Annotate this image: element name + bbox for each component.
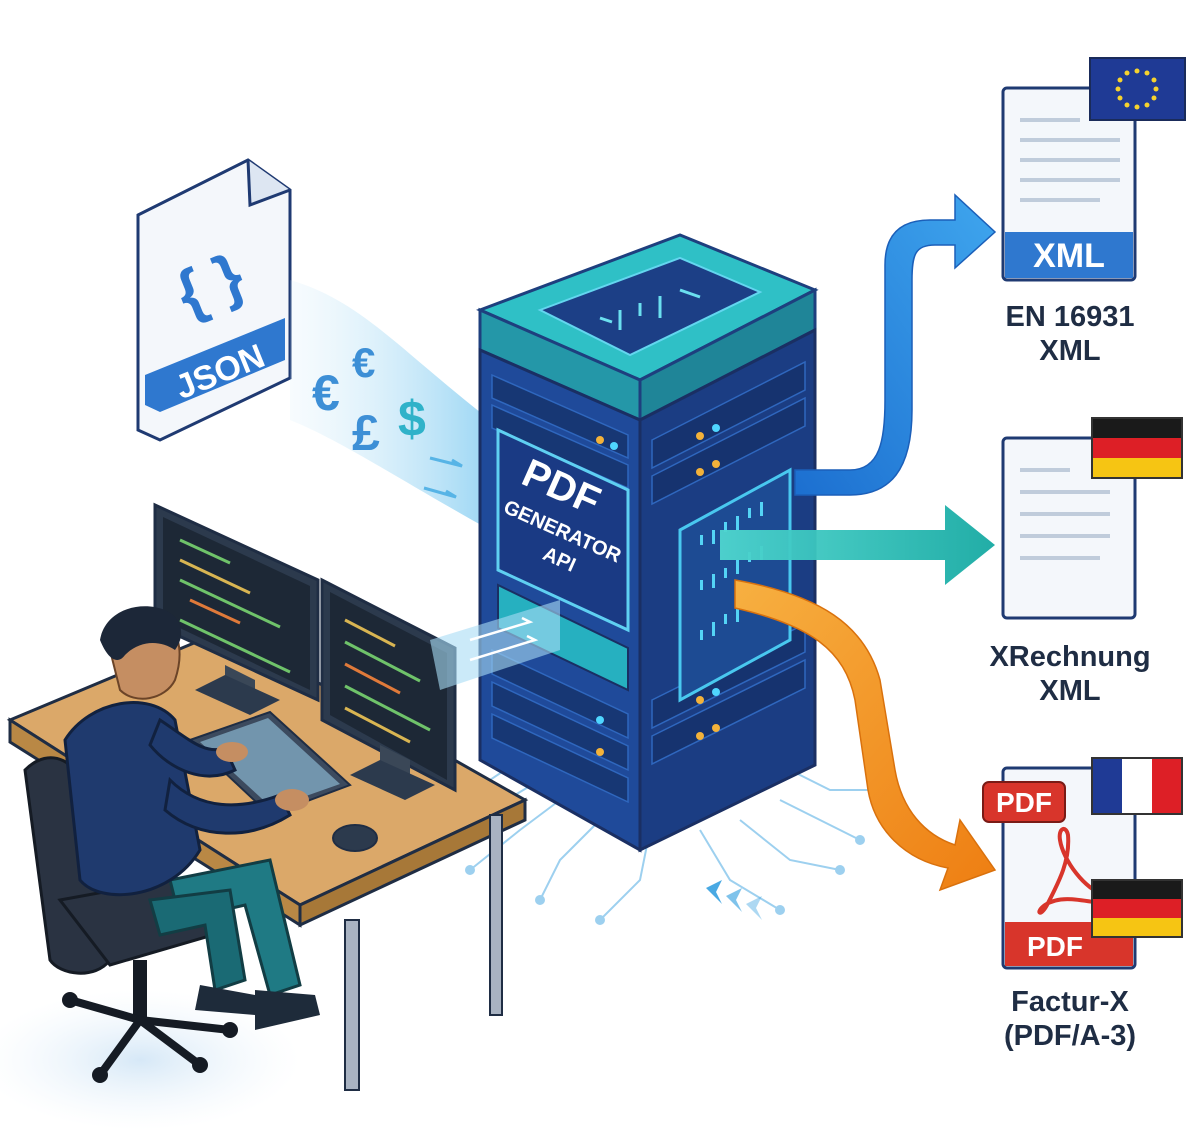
monitor-left (153, 502, 320, 715)
en16931-label: EN 16931 XML (950, 300, 1190, 368)
germany-flag-icon-2 (1091, 879, 1183, 938)
json-data-flow (290, 280, 490, 530)
eu-flag-icon (1089, 57, 1186, 121)
xml-badge: XML (1033, 237, 1105, 275)
currency-symbols: € € £ $ (312, 339, 426, 461)
en16931-label-line1: EN 16931 (1005, 301, 1135, 333)
svg-text:$: $ (398, 391, 426, 447)
en16931-label-line2: XML (1039, 335, 1101, 367)
en16931-document-icon: XML (1001, 57, 1186, 282)
flow-chevrons (423, 456, 463, 499)
svg-text:€: € (312, 365, 340, 421)
xrechnung-document-icon (1001, 417, 1183, 620)
arrow-to-en16931 (794, 193, 997, 496)
arrow-to-facturx (734, 579, 997, 892)
facturx-label: Factur-X (PDF/A-3) (950, 985, 1190, 1053)
xrechnung-label: XRechnung XML (950, 640, 1190, 708)
status-leds (596, 424, 720, 756)
return-chevrons (706, 880, 762, 920)
xrechnung-label-line2: XML (1039, 675, 1101, 707)
germany-flag-icon (1091, 417, 1183, 479)
facturx-document-icon: PDF PDF (982, 757, 1183, 970)
server-tower: PDF GENERATOR API (476, 233, 819, 853)
pdf-badge-bottom: PDF (1027, 931, 1083, 962)
server-label-panel (496, 427, 630, 633)
mouse (332, 824, 378, 852)
developer-person (63, 606, 320, 1030)
svg-text:€: € (352, 339, 375, 386)
svg-text:£: £ (352, 405, 380, 461)
json-document-icon: { } JSON (136, 158, 292, 442)
xrechnung-label-line1: XRechnung (989, 641, 1151, 673)
facturx-label-line2: (PDF/A-3) (1003, 1020, 1137, 1052)
server-top-screen (537, 256, 763, 357)
arrow-to-xrechnung (720, 505, 995, 585)
pdf-badge-top: PDF (996, 787, 1052, 818)
monitor-right (320, 577, 457, 800)
france-flag-icon (1091, 757, 1183, 815)
facturx-label-line1: Factur-X (1011, 986, 1129, 1018)
